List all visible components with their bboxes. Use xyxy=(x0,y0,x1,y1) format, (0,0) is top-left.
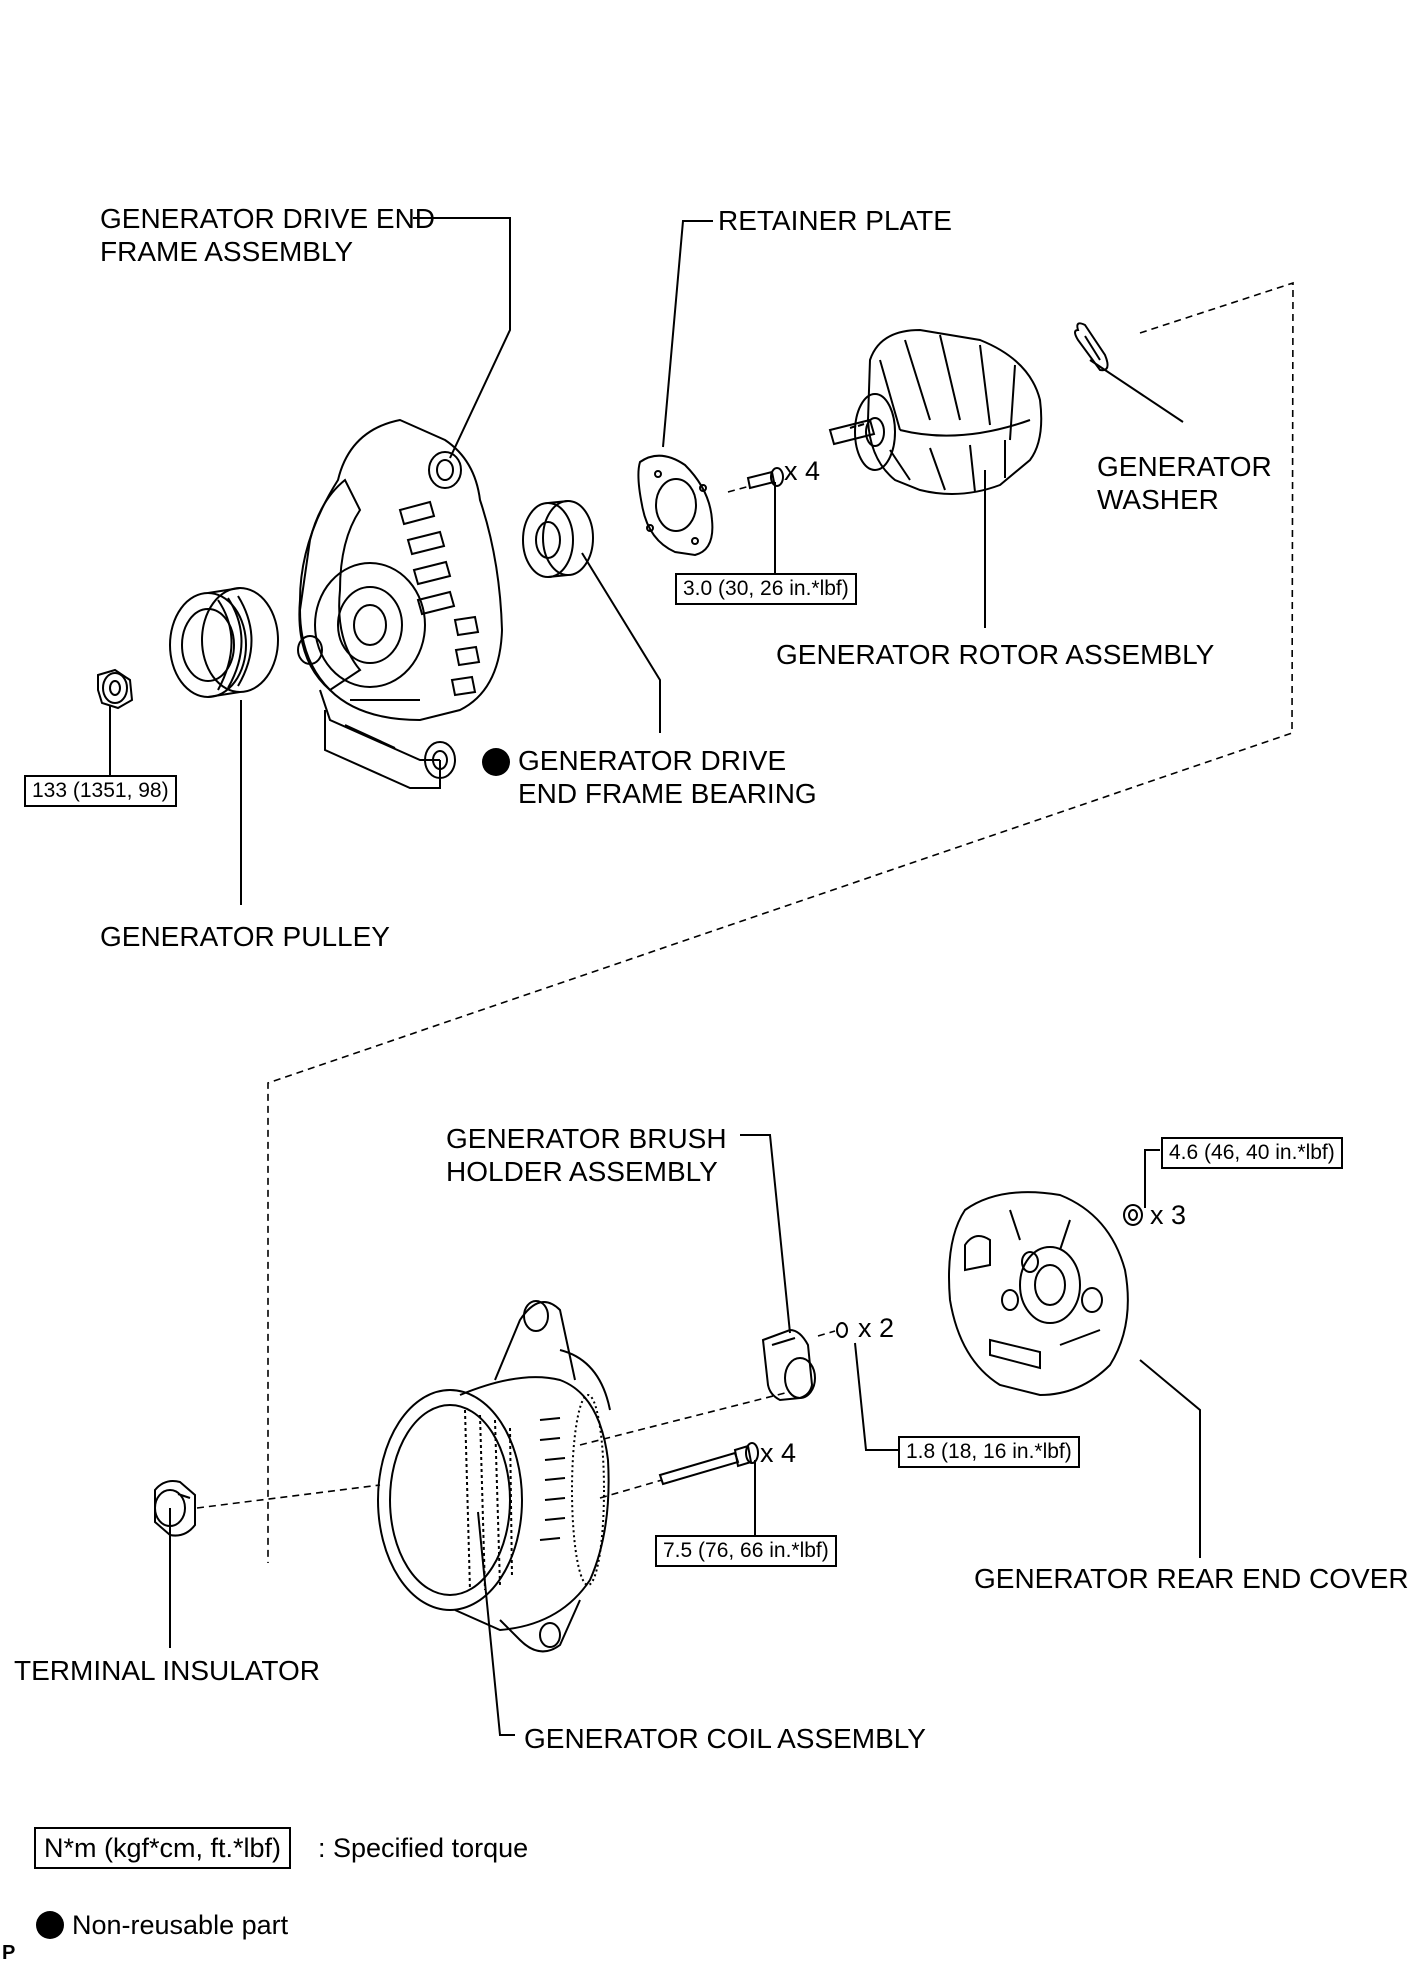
legend-torque-desc: : Specified torque xyxy=(318,1833,529,1863)
retainer-plate-drawing xyxy=(637,454,714,557)
legend-nonreusable-text: Non-reusable part xyxy=(72,1910,289,1940)
torque-pulley-nut: 133 (1351, 98) xyxy=(24,775,177,807)
label-rear-end-cover: GENERATOR REAR END COVER xyxy=(974,1563,1409,1594)
torque-through-bolt: 7.5 (76, 66 in.*lbf) xyxy=(655,1535,837,1567)
torque-retainer-bolt: 3.0 (30, 26 in.*lbf) xyxy=(675,573,857,605)
rear-end-cover-drawing xyxy=(948,1191,1129,1397)
terminal-insulator-drawing xyxy=(154,1480,196,1537)
coil-drawing xyxy=(377,1300,611,1653)
legend-nonreusable-marker xyxy=(36,1911,64,1939)
brush-screw-drawing xyxy=(836,1322,848,1338)
rear-cover-nut-drawing xyxy=(1123,1204,1143,1226)
qty-through-bolt: x 4 xyxy=(760,1438,797,1468)
leader-lines xyxy=(109,217,1201,1736)
brush-holder-drawing xyxy=(761,1328,816,1402)
label-drive-end-frame: GENERATOR DRIVE END FRAME ASSEMBLY xyxy=(100,203,436,267)
label-generator-washer: GENERATOR WASHER xyxy=(1097,451,1272,515)
nonreusable-marker-bearing xyxy=(482,748,510,776)
footer-mark: P xyxy=(2,1942,16,1964)
label-drive-end-bearing: GENERATOR DRIVE END FRAME BEARING xyxy=(518,745,817,809)
label-retainer-plate: RETAINER PLATE xyxy=(718,205,952,236)
label-terminal-insulator: TERMINAL INSULATOR xyxy=(14,1655,320,1686)
drive-end-frame-drawing xyxy=(297,418,504,789)
rotor-drawing xyxy=(828,328,1043,495)
pulley-nut-drawing xyxy=(97,668,134,710)
bearing-drawing xyxy=(522,500,594,578)
qty-rear-cover-nut: x 3 xyxy=(1150,1200,1187,1230)
legend-torque-unit: N*m (kgf*cm, ft.*lbf) xyxy=(34,1827,292,1869)
label-brush-holder: GENERATOR BRUSH HOLDER ASSEMBLY xyxy=(446,1123,727,1187)
washer-drawing xyxy=(1074,322,1109,372)
torque-brush-screw: 1.8 (18, 16 in.*lbf) xyxy=(898,1436,1080,1468)
qty-retainer-bolt: x 4 xyxy=(784,456,821,486)
label-generator-pulley: GENERATOR PULLEY xyxy=(100,921,390,952)
label-rotor-assembly: GENERATOR ROTOR ASSEMBLY xyxy=(776,639,1215,670)
qty-brush-screw: x 2 xyxy=(858,1313,895,1343)
assembly-path xyxy=(196,281,1294,1563)
through-bolt-drawing xyxy=(658,1442,759,1486)
retainer-bolt-drawing xyxy=(746,467,784,490)
torque-rear-cover-nut: 4.6 (46, 40 in.*lbf) xyxy=(1161,1137,1343,1169)
pulley-drawing xyxy=(169,587,279,698)
label-coil-assembly: GENERATOR COIL ASSEMBLY xyxy=(524,1723,926,1754)
